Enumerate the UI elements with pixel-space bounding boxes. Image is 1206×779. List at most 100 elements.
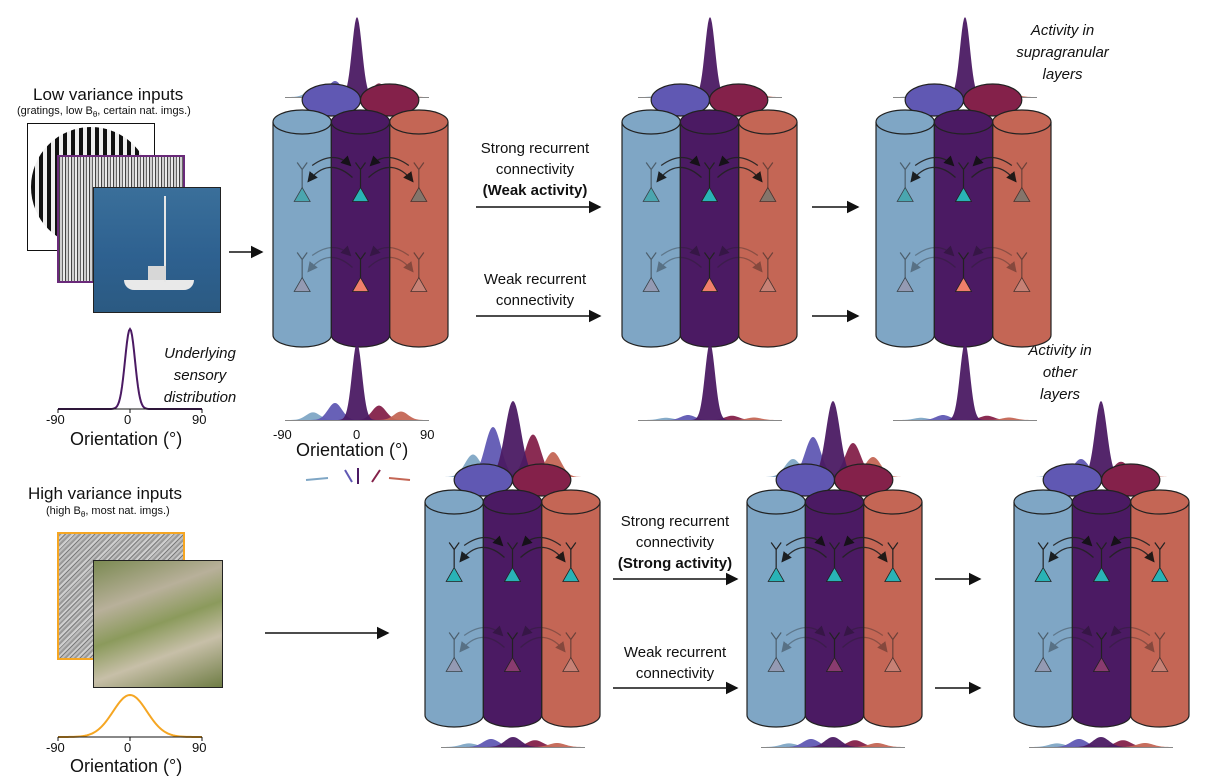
top-axis-label: Orientation (°) <box>70 429 183 449</box>
column-top-1-dendrite-1-2 <box>413 252 425 278</box>
tuning-b1-bump-left <box>461 427 525 477</box>
tuning-mid3-peak <box>945 343 985 420</box>
column-top-2-arc-right-0 <box>717 166 763 183</box>
column-top-2-dendrite-1-1 <box>704 252 715 278</box>
column-bottom-2-arc-left-1 <box>781 636 827 653</box>
column-bottom-2-cap-back-right <box>833 463 894 497</box>
column-top-3-arc-right-1 <box>971 256 1017 273</box>
column-top-1-arc-in-left-0 <box>311 155 352 167</box>
column-bottom-1-dendrite-0-0 <box>448 542 460 568</box>
column-bottom-2-dendrite-0-0 <box>770 542 782 568</box>
column-top-1-arc-in-right-1 <box>369 245 410 257</box>
tuning-b3-low-peak <box>1069 737 1133 747</box>
column-top-1-arc-left-1 <box>307 256 353 273</box>
column-bottom-2-cylinder-top-center <box>804 489 865 515</box>
column-bottom-2-arc-in-right-0 <box>843 535 884 547</box>
column-bottom-2-dendrite-1-1 <box>829 632 840 658</box>
tuning-mid2-bump-right-outer <box>726 417 782 420</box>
tuning-b2-low-peak <box>801 737 865 747</box>
column-top-1-arc-in-right-0 <box>369 155 410 167</box>
column-top-3-dendrite-1-0 <box>899 252 911 278</box>
tuning-mid1-bump-left-outer <box>285 412 341 420</box>
column-top-1-cylinder-center <box>330 122 391 348</box>
column-bottom-3-arc-left-1 <box>1048 636 1094 653</box>
top-strong-line-1: Strong recurrent <box>480 140 590 157</box>
bottom-tick-90: 90 <box>192 740 207 755</box>
tuning-mid2-bump-right <box>704 415 760 420</box>
tuning-mid1-bump-right-outer <box>373 411 429 420</box>
bottom-weak-line-1: Weak recurrent <box>623 644 727 661</box>
tuning-b1-bump-right-outer <box>521 452 585 477</box>
column-top-3-neuron-1-2 <box>1013 276 1031 292</box>
underlying-line-1: Underlying <box>164 345 236 362</box>
column-top-2-cylinder-top-center <box>679 109 740 135</box>
low-variance-distribution <box>58 327 202 410</box>
column-bottom-1-arc-right-0 <box>520 546 566 563</box>
top-tick-0: 0 <box>124 412 132 427</box>
column-bottom-1-cap-back-right <box>511 463 572 497</box>
column-bottom-1-neuron-1-1 <box>503 656 522 672</box>
column-bottom-3-cylinder-right <box>1130 502 1190 728</box>
column-bottom-3-cylinder-top-right <box>1130 489 1190 515</box>
column-top-1-dendrite-0-1 <box>355 162 366 188</box>
tuning-b2-bump-left <box>781 437 845 477</box>
tuning-b1-low-bump-left <box>459 739 523 747</box>
tuning-b1-low-bump-right <box>503 740 567 747</box>
other-line-1: Activity in <box>1028 342 1092 359</box>
high-variance-title: High variance inputs <box>28 484 183 503</box>
tuning-b2-low-bump-left <box>779 739 843 747</box>
column-top-3-neuron-0-1 <box>954 186 973 202</box>
column-bottom-1-cylinder-top-left <box>424 489 484 515</box>
sailboat-photo <box>93 187 221 313</box>
column-top-3-neuron-1-0 <box>896 276 914 292</box>
column-bottom-3-arc-right-0 <box>1109 546 1155 563</box>
tuning-b3-low-bump-left <box>1047 739 1111 747</box>
column-bottom-1-cylinder-right <box>541 502 601 728</box>
column-top-2-neuron-0-0 <box>642 186 660 202</box>
column-bottom-3-neuron-1-2 <box>1151 656 1169 672</box>
column-bottom-2-neuron-0-0 <box>767 566 785 582</box>
column-top-1-cap-back-right <box>359 83 420 117</box>
column-top-3-cap-back-right <box>962 83 1023 117</box>
column-bottom-3-arc-in-right-0 <box>1110 535 1151 547</box>
tuning-mid2-peak <box>690 343 730 420</box>
column-top-3-dendrite-0-0 <box>899 162 911 188</box>
column-top-3-arc-right-0 <box>971 166 1017 183</box>
column-bottom-1-arc-left-0 <box>459 546 505 563</box>
column-top-3-dendrite-1-1 <box>958 252 969 278</box>
mid-tick-90: 90 <box>420 427 435 442</box>
column-top-2-neuron-1-1 <box>700 276 719 292</box>
column-bottom-1-cylinder-top-right <box>541 489 601 515</box>
column-top-3-arc-in-right-0 <box>972 155 1013 167</box>
column-top-2-cylinder-center <box>679 122 740 348</box>
column-bottom-3-dendrite-1-1 <box>1096 632 1107 658</box>
column-bottom-1-dendrite-0-2 <box>565 542 577 568</box>
column-bottom-1-neuron-0-0 <box>445 566 463 582</box>
column-top-2-arc-in-left-1 <box>660 245 701 257</box>
bottom-tick-neg90: -90 <box>46 740 65 755</box>
column-top-2-neuron-0-1 <box>700 186 719 202</box>
column-top-3-cylinder-top-center <box>933 109 994 135</box>
low-variance-subtitle-b: , certain nat. imgs.) <box>97 105 191 117</box>
column-top-3-cylinder-left <box>875 122 935 348</box>
tuning-b3-low-bump-left-outer <box>1025 743 1089 747</box>
column-top-1-arc-right-1 <box>368 256 414 273</box>
low-variance-subtitle-sub: θ <box>92 110 98 120</box>
top-strong-line-2: connectivity <box>495 161 575 178</box>
boat-mast <box>164 196 166 282</box>
column-bottom-2-neuron-1-2 <box>884 656 902 672</box>
column-bottom-3-dendrite-0-1 <box>1096 542 1107 568</box>
column-bottom-3-cylinder-left <box>1013 502 1073 728</box>
column-bottom-3-neuron-0-2 <box>1151 566 1169 582</box>
column-bottom-2-cylinder-top-right <box>863 489 923 515</box>
top-tick-neg90: -90 <box>46 412 65 427</box>
column-bottom-3-neuron-1-0 <box>1034 656 1052 672</box>
column-top-1-cylinder-top-right <box>389 109 449 135</box>
bottom-weak-line-2: connectivity <box>635 665 715 682</box>
column-bottom-1-arc-right-1 <box>520 636 566 653</box>
tuning-mid1-peak <box>337 343 377 420</box>
column-bottom-3-cylinder-top-center <box>1071 489 1132 515</box>
high-variance-subtitle: (high Bθ, most nat. imgs.) <box>46 505 170 519</box>
